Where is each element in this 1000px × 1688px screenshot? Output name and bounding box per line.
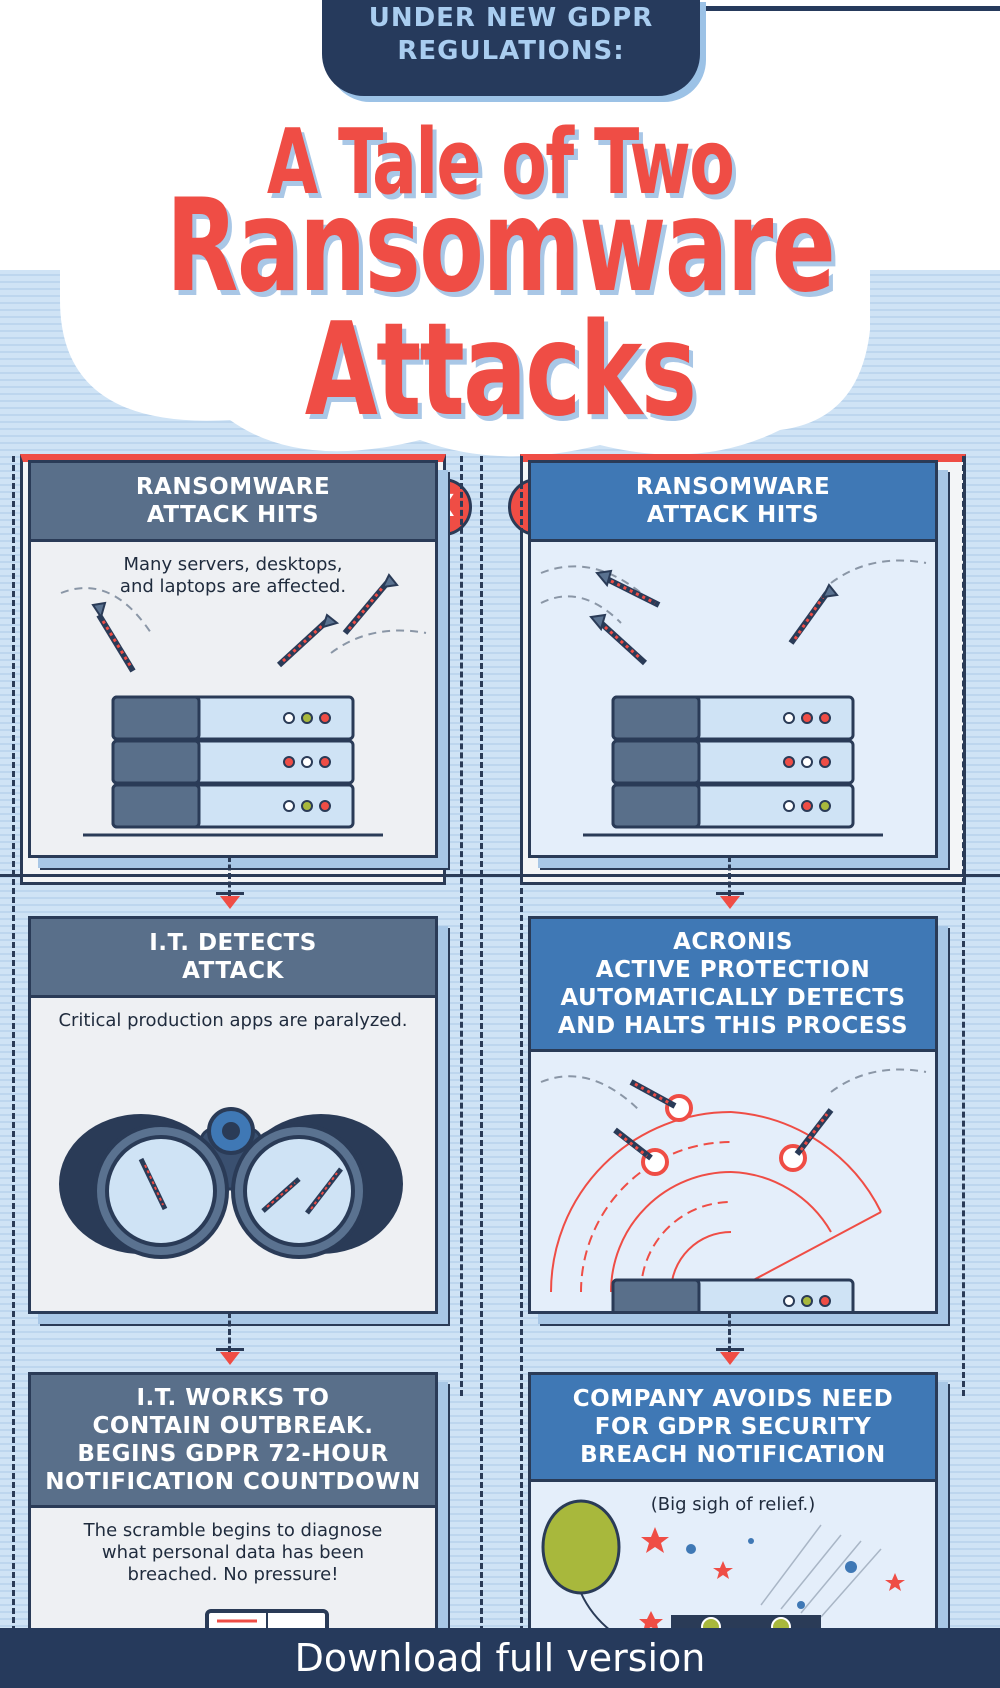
- down-arrow-icon: [720, 896, 740, 909]
- dashed-guide: [962, 456, 965, 1396]
- download-full-version-button[interactable]: Download full version: [0, 1628, 1000, 1688]
- down-arrow-icon: [220, 896, 240, 909]
- description-line: The scramble begins to diagnose: [83, 1520, 383, 1541]
- server-stack: [83, 695, 383, 837]
- title-line-1: A Tale of Two: [266, 110, 735, 215]
- panel-heading: ACRONIS ACTIVE PROTECTION AUTOMATICALLY …: [531, 919, 935, 1052]
- panel-description: (Big sigh of relief.): [531, 1494, 935, 1516]
- star-icon: [639, 1527, 905, 1632]
- panel-description: Critical production apps are paralyzed.: [31, 1010, 435, 1032]
- regulation-tab: UNDER NEW GDPR REGULATIONS:: [322, 0, 700, 96]
- connector-bar: [716, 892, 744, 895]
- description-line: (Big sigh of relief.): [650, 1494, 816, 1515]
- right-panel-acronis: ACRONIS ACTIVE PROTECTION AUTOMATICALLY …: [528, 916, 938, 1314]
- divider-line: [0, 874, 1000, 877]
- dart-icon: [794, 1108, 834, 1156]
- heading-line: ATTACK: [182, 958, 284, 984]
- panel-heading: RANSOMWARE ATTACK HITS: [531, 463, 935, 542]
- connector-bar: [216, 892, 244, 895]
- dashed-guide: [12, 456, 15, 1686]
- tab-line-2: REGULATIONS:: [397, 36, 625, 66]
- heading-line: ACRONIS: [673, 929, 793, 955]
- panel-description: The scramble begins to diagnose what per…: [31, 1520, 435, 1586]
- connector-line: [728, 856, 731, 896]
- dart-icon: [305, 1167, 343, 1215]
- right-panel-attack: RANSOMWARE ATTACK HITS: [528, 460, 938, 858]
- heading-line: FOR GDPR SECURITY: [594, 1414, 872, 1440]
- server-stack: [611, 1278, 855, 1311]
- description-line: Critical production apps are paralyzed.: [58, 1010, 408, 1031]
- tab-line-1: UNDER NEW GDPR: [368, 3, 654, 33]
- description-line: Many servers, desktops,: [123, 554, 343, 575]
- title-line-2: Ransomware: [165, 172, 836, 321]
- description-line: and laptops are affected.: [119, 576, 347, 597]
- cloud-decoration: [0, 0, 1000, 457]
- panel-heading: COMPANY AVOIDS NEED FOR GDPR SECURITY BR…: [531, 1375, 935, 1482]
- dashed-guide: [480, 456, 483, 1686]
- panel-heading: I.T. DETECTS ATTACK: [31, 919, 435, 998]
- down-arrow-icon: [220, 1352, 240, 1365]
- heading-line: COMPANY AVOIDS NEED: [572, 1386, 894, 1412]
- heading-line: ATTACK HITS: [646, 502, 820, 528]
- left-panel-detect: I.T. DETECTS ATTACK Critical production …: [28, 916, 438, 1314]
- server-stack: [583, 695, 883, 837]
- dart-icon: [595, 569, 661, 608]
- description-line: what personal data has been: [101, 1542, 365, 1563]
- balloon-celebration-icon: [541, 1499, 905, 1635]
- heading-line: BREACH NOTIFICATION: [580, 1442, 886, 1468]
- down-arrow-icon: [720, 1352, 740, 1365]
- target-icon: [641, 1094, 807, 1176]
- heading-line: NOTIFICATION COUNTDOWN: [45, 1469, 421, 1495]
- dart-icon: [138, 1157, 168, 1211]
- top-rule: [690, 6, 1000, 11]
- heading-line: ACTIVE PROTECTION: [595, 957, 871, 983]
- heading-line: RANSOMWARE: [635, 474, 831, 500]
- heading-line: I.T. WORKS TO: [136, 1385, 330, 1411]
- dart-icon: [589, 613, 648, 666]
- binoculars-icon: [59, 1107, 403, 1259]
- connector-bar: [716, 1348, 744, 1351]
- heading-line: AUTOMATICALLY DETECTS: [560, 985, 906, 1011]
- heading-line: CONTAIN OUTBREAK.: [92, 1413, 374, 1439]
- title-line-3: Attacks: [304, 296, 697, 445]
- server-rack-icon: [60, 573, 427, 837]
- dart-icon: [342, 573, 399, 635]
- dart-icon: [276, 613, 340, 668]
- heading-line: AND HALTS THIS PROCESS: [557, 1013, 909, 1039]
- dashed-guide: [460, 456, 463, 1396]
- dart-icon: [613, 1127, 653, 1161]
- connector-line: [228, 1312, 231, 1352]
- dart-icon: [788, 583, 839, 645]
- heading-line: I.T. DETECTS: [149, 930, 317, 956]
- left-panel-attack: RANSOMWARE ATTACK HITS Many servers, des…: [28, 460, 438, 858]
- dashed-guide: [520, 456, 523, 1686]
- heading-line: RANSOMWARE: [135, 474, 331, 500]
- panel-heading: RANSOMWARE ATTACK HITS: [31, 463, 435, 542]
- connector-bar: [216, 1348, 244, 1351]
- heading-line: ATTACK HITS: [146, 502, 320, 528]
- connector-line: [228, 856, 231, 896]
- dart-icon: [261, 1177, 301, 1213]
- description-line: breached. No pressure!: [127, 1564, 339, 1585]
- connector-line: [728, 1312, 731, 1352]
- balloon-icon: [541, 1499, 621, 1595]
- server-rack-icon: [540, 559, 927, 837]
- dart-icon: [629, 1079, 677, 1109]
- panel-heading: I.T. WORKS TO CONTAIN OUTBREAK. BEGINS G…: [31, 1375, 435, 1508]
- dart-icon: [91, 601, 136, 673]
- heading-line: BEGINS GDPR 72-HOUR: [77, 1441, 389, 1467]
- radar-icon: [540, 1068, 927, 1311]
- panel-description: Many servers, desktops, and laptops are …: [31, 554, 435, 598]
